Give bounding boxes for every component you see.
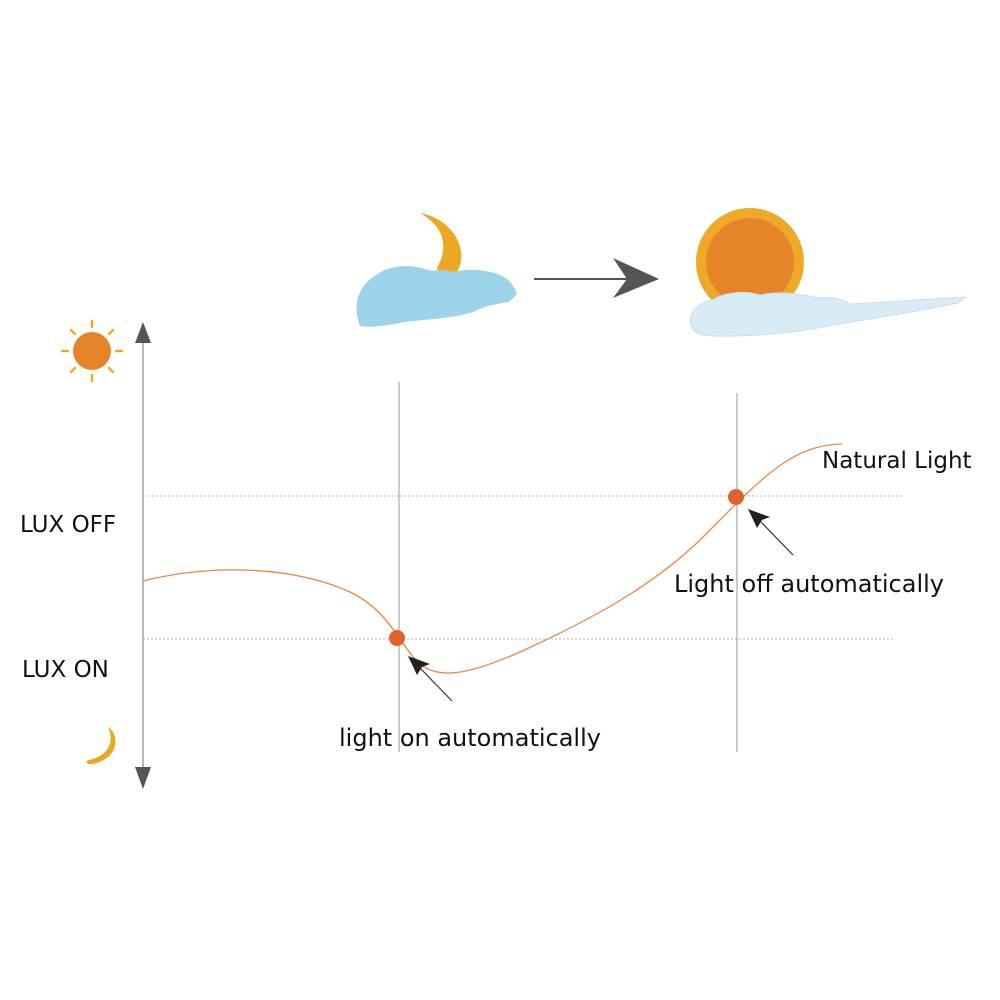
sun-cloud-icon bbox=[690, 208, 968, 337]
right-arrow-icon bbox=[534, 258, 659, 298]
light-on-point bbox=[389, 630, 405, 646]
light-off-pointer-icon bbox=[748, 509, 794, 556]
natural-light-label: Natural Light bbox=[822, 448, 972, 474]
light-on-automatically-label: light on automatically bbox=[339, 724, 601, 752]
moon-icon bbox=[86, 727, 116, 765]
sun-icon bbox=[60, 319, 124, 383]
vertical-axis bbox=[135, 322, 151, 789]
light-on-pointer-icon bbox=[408, 656, 453, 702]
light-off-automatically-label: Light off automatically bbox=[674, 570, 944, 598]
light-off-point bbox=[728, 489, 744, 505]
lux-off-label: LUX OFF bbox=[20, 512, 117, 538]
cloud-moon-icon bbox=[356, 213, 517, 327]
lux-on-label: LUX ON bbox=[22, 657, 109, 683]
natural-light-curve bbox=[142, 443, 843, 674]
